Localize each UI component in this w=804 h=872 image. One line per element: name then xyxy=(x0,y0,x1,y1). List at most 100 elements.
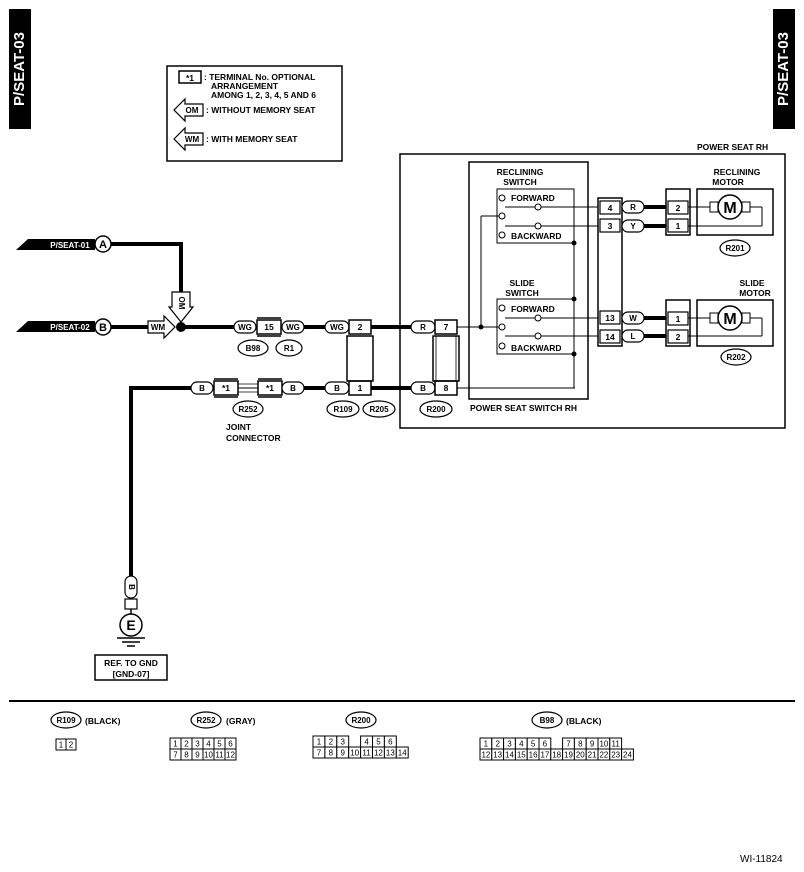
cv-pin: 3 xyxy=(341,738,346,747)
joint-label-1: JOINT xyxy=(226,422,252,432)
page-tag-right: P/SEAT-03 xyxy=(773,9,795,129)
power-seat-switch: POWER SEAT SWITCH RH RECLINING SWITCH FO… xyxy=(468,161,598,413)
cv-pin: 21 xyxy=(588,751,597,760)
switch-output-connector: 4 3 13 14 R Y W L xyxy=(597,197,666,347)
legend-optional-line2: ARRANGEMENT xyxy=(211,81,279,91)
cv-pin-cell xyxy=(65,738,77,751)
cv-r109-color: (BLACK) xyxy=(85,716,121,726)
cv-pin-cell xyxy=(224,748,237,761)
legend-box: *1 : TERMINAL No. OPTIONAL ARRANGEMENT A… xyxy=(166,65,343,162)
ref-gnd-2: [GND-07] xyxy=(113,669,150,679)
ground-letter: E xyxy=(126,617,135,633)
om-tag-text: OM xyxy=(177,297,186,310)
wire-wg-1: WG xyxy=(238,323,252,332)
cv-pin: 1 xyxy=(484,740,489,749)
cv-pin: 2 xyxy=(184,740,189,749)
ref-gnd-1: REF. TO GND xyxy=(104,658,158,668)
reclining-motor: RECLINING MOTOR 2 1 M R201 xyxy=(665,167,774,257)
cv-pin: 2 xyxy=(69,741,74,750)
input-b: P/SEAT-02 B WM xyxy=(16,314,186,340)
conn-r202: R202 xyxy=(726,353,746,362)
cv-pin: 12 xyxy=(481,751,490,760)
cv-pin-cell xyxy=(621,748,634,761)
reclining-motor-symbol: M xyxy=(723,200,736,217)
slide-motor-symbol: M xyxy=(723,311,736,328)
wm-tag xyxy=(147,314,176,340)
cv-pin: 9 xyxy=(590,740,595,749)
optional-symbol-text: *1 xyxy=(186,73,194,83)
pin-2-r201: 2 xyxy=(676,203,681,213)
page-tag-left: P/SEAT-03 xyxy=(9,9,31,129)
ground-symbol: B E REF. TO GND [GND-07] xyxy=(94,575,168,681)
reclining-backward-label: BACKWARD xyxy=(511,231,562,241)
slide-motor: SLIDE MOTOR 1 2 M R202 xyxy=(665,278,774,366)
pin-15: 15 xyxy=(264,322,274,332)
motor-icon xyxy=(717,305,743,331)
cv-pin: 3 xyxy=(195,740,200,749)
slide-switch-label-2: SWITCH xyxy=(505,288,539,298)
slide-motor-label-1: SLIDE xyxy=(739,278,764,288)
input-a-letter: A xyxy=(99,239,107,251)
wire-wg-2: WG xyxy=(286,323,300,332)
reclining-motor-label-1: RECLINING xyxy=(714,167,761,177)
joint-label-2: CONNECTOR xyxy=(226,433,281,443)
cv-pin: 1 xyxy=(59,741,64,750)
page-tag-right-text: P/SEAT-03 xyxy=(775,32,792,106)
input-b-letter: B xyxy=(99,322,107,334)
cv-pin: 4 xyxy=(364,738,369,747)
cv-pin: 4 xyxy=(519,740,524,749)
main-line: WG 15 WG WG 2 R 7 xyxy=(181,317,481,337)
legend-om-text: : WITHOUT MEMORY SEAT xyxy=(206,105,316,115)
cv-r200-name: R200 xyxy=(351,716,371,725)
ground-icon xyxy=(119,613,143,637)
optional-symbol xyxy=(178,70,202,84)
wire-w: W xyxy=(629,314,637,323)
page-tag-left-text: P/SEAT-03 xyxy=(11,32,28,106)
cv-r109-name: R109 xyxy=(56,716,76,725)
cv-r252-color: (GRAY) xyxy=(226,716,256,726)
cv-pin-cell xyxy=(395,746,409,759)
cv-pin: 8 xyxy=(329,749,334,758)
cv-pin: 6 xyxy=(388,738,393,747)
pin-4: 4 xyxy=(608,203,613,213)
cv-pin: 10 xyxy=(204,751,213,760)
pin-8-r200: 8 xyxy=(444,383,449,393)
slide-motor-label-2: MOTOR xyxy=(739,288,770,298)
cv-pin: 6 xyxy=(543,740,548,749)
conn-r201: R201 xyxy=(725,244,745,253)
wire-r-in: R xyxy=(420,323,426,332)
reclining-switch-label-2: SWITCH xyxy=(503,177,537,187)
reclining-motor-label-2: MOTOR xyxy=(712,177,743,187)
cv-pin: 9 xyxy=(341,749,346,758)
legend-om-symbol: OM xyxy=(186,106,199,115)
cv-pin: 1 xyxy=(173,740,178,749)
pin-14: 14 xyxy=(605,332,615,342)
cv-pin: 22 xyxy=(599,751,608,760)
cv-pin: 14 xyxy=(505,751,514,760)
slide-switch-label-1: SLIDE xyxy=(509,278,534,288)
wm-arrow-icon xyxy=(173,126,204,152)
conn-r252: R252 xyxy=(238,405,258,414)
pin-1-r202: 1 xyxy=(676,314,681,324)
cv-pin: 10 xyxy=(350,749,359,758)
reclining-forward-label: FORWARD xyxy=(511,193,555,203)
pin-13: 13 xyxy=(605,313,615,323)
wire-b-3: B xyxy=(334,384,340,393)
switch-rh-label: POWER SEAT SWITCH RH xyxy=(470,403,577,413)
wire-b-2: B xyxy=(290,384,296,393)
slide-forward-label: FORWARD xyxy=(511,304,555,314)
cv-pin: 8 xyxy=(578,740,583,749)
motor-icon xyxy=(717,194,743,220)
cv-pin: 12 xyxy=(374,749,383,758)
cv-b98-color: (BLACK) xyxy=(566,716,602,726)
cv-r252-name: R252 xyxy=(196,716,216,725)
pin-opt-1: *1 xyxy=(222,383,230,393)
